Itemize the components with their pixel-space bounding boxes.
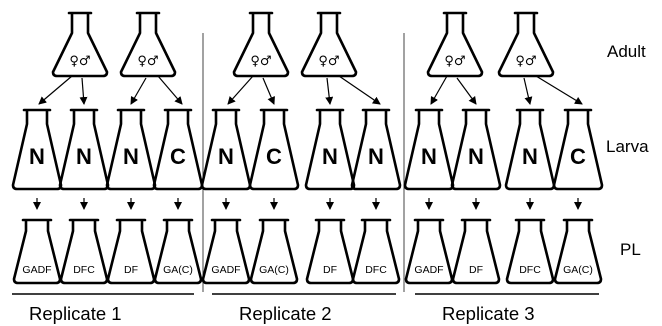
adult-to-larva-arrow: [430, 75, 448, 105]
adult-flask: ♀♂: [232, 11, 290, 78]
adult-to-larva-arrow: [130, 77, 147, 105]
adult-to-larva-arrow: [79, 77, 88, 105]
larva-flask: N: [304, 108, 356, 191]
pl-flask: DFC: [505, 218, 555, 285]
pl-flask: GADF: [404, 218, 454, 285]
larva-flask: N: [350, 108, 402, 191]
pl-treatment-label: DF: [323, 264, 337, 276]
larva-treatment-letter: N: [322, 144, 338, 169]
pl-treatment-label: DFC: [519, 264, 541, 276]
larva-treatment-letter: N: [76, 144, 92, 169]
larva-flask: C: [152, 108, 204, 191]
pl-flask: GA(C): [249, 218, 299, 285]
sex-symbols: ♀♂: [250, 54, 271, 69]
larva-treatment-letter: N: [123, 144, 139, 169]
adult-to-larva-arrow: [38, 75, 73, 105]
adult-to-larva-arrow: [535, 75, 583, 105]
larva-flask: N: [403, 108, 455, 191]
pl-treatment-label: GADF: [414, 264, 443, 276]
larva-flask: N: [105, 108, 157, 191]
replicate-label-2: Replicate 2: [239, 303, 332, 324]
larva-flask: C: [248, 108, 300, 191]
larva-treatment-letter: C: [266, 144, 282, 169]
pl-flask: DF: [451, 218, 501, 285]
pl-flask: GADF: [201, 218, 251, 285]
larva-treatment-letter: N: [29, 144, 45, 169]
adult-to-larva-arrow: [338, 75, 381, 105]
pl-flask: DFC: [59, 218, 109, 285]
replicate-label-1: Replicate 1: [29, 303, 122, 324]
adult-to-larva-arrow: [456, 77, 477, 105]
transfer-arrows: [33, 75, 583, 210]
larva-treatment-letter: N: [522, 144, 538, 169]
larva-treatment-letter: C: [570, 144, 586, 169]
larva-flask: C: [552, 108, 604, 191]
adult-flask: ♀♂: [51, 11, 109, 78]
adult-flask: ♀♂: [497, 11, 555, 78]
larva-treatment-letter: N: [468, 144, 484, 169]
row-label-adult: Adult: [607, 42, 646, 61]
pl-flask: GA(C): [153, 218, 203, 285]
pl-treatment-label: DF: [124, 264, 138, 276]
larva-flask: N: [11, 108, 63, 191]
adult-flask: ♀♂: [426, 11, 484, 78]
sex-symbols: ♀♂: [69, 54, 90, 69]
adult-to-larva-arrow: [325, 77, 334, 105]
replicate-dividers: [202, 33, 405, 292]
larva-treatment-letter: N: [421, 144, 437, 169]
pl-flask-row: GADF DFC DF GA(C) GADF GA(C) DF DFC GADF DF DFC GA(…: [12, 218, 603, 285]
adult-flask: ♀♂: [119, 11, 177, 78]
larva-flask: N: [58, 108, 110, 191]
larva-treatment-letter: N: [218, 144, 234, 169]
adult-flask: ♀♂: [300, 11, 358, 78]
row-label-larva: Larva: [606, 137, 649, 156]
adult-to-larva-arrow: [227, 75, 254, 105]
row-label-pl: PL: [620, 240, 641, 259]
pl-treatment-label: GA(C): [563, 264, 593, 276]
adult-to-larva-arrow: [262, 77, 275, 105]
larva-flask: N: [450, 108, 502, 191]
adult-flask-row: ♀♂ ♀♂ ♀♂ ♀♂ ♀♂ ♀♂: [51, 11, 555, 78]
larva-treatment-letter: C: [170, 144, 186, 169]
larva-treatment-letter: N: [368, 144, 384, 169]
adult-to-larva-arrow: [157, 75, 183, 105]
sex-symbols: ♀♂: [444, 54, 465, 69]
pl-treatment-label: GADF: [211, 264, 240, 276]
pl-treatment-label: DF: [469, 264, 483, 276]
pl-flask: DF: [106, 218, 156, 285]
pl-treatment-label: GA(C): [163, 264, 193, 276]
sex-symbols: ♀♂: [515, 54, 536, 69]
pl-flask: GADF: [12, 218, 62, 285]
pl-treatment-label: GADF: [22, 264, 51, 276]
pl-treatment-label: GA(C): [259, 264, 289, 276]
adult-to-larva-arrow: [523, 77, 533, 105]
pl-flask: GA(C): [553, 218, 603, 285]
pl-flask: DFC: [351, 218, 401, 285]
pl-treatment-label: DFC: [73, 264, 95, 276]
larva-flask: N: [504, 108, 556, 191]
pl-treatment-label: DFC: [365, 264, 387, 276]
pl-flask: DF: [305, 218, 355, 285]
larva-flask: N: [200, 108, 252, 191]
sex-symbols: ♀♂: [137, 54, 158, 69]
replicate-label-3: Replicate 3: [442, 303, 535, 324]
sex-symbols: ♀♂: [318, 54, 339, 69]
